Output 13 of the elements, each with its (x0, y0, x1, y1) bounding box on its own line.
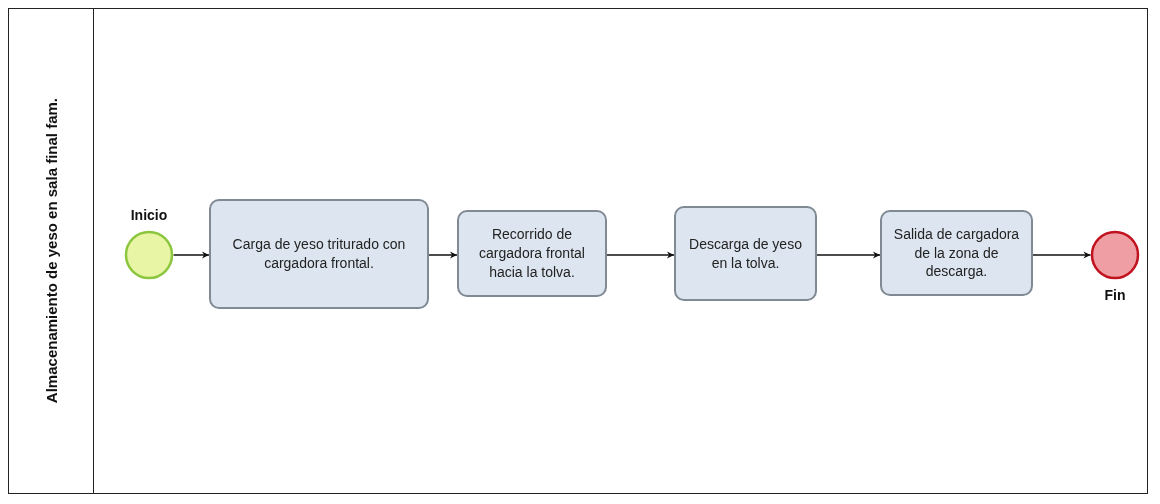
pool (8, 8, 1148, 494)
task-box: Salida de cargadora de la zona de descarga. (880, 210, 1033, 296)
task-box: Descarga de yeso en la tolva. (674, 206, 817, 301)
task-box: Recorrido de cargadora frontal hacia la tolva. (457, 210, 607, 297)
arrow (816, 251, 881, 259)
arrow (172, 251, 210, 259)
task-box: Carga de yeso triturado con cargadora frontal. (209, 199, 429, 309)
event-label: Inicio (130, 206, 168, 224)
event-label: Fin (1104, 286, 1126, 304)
arrow (606, 251, 675, 259)
arrow (1032, 251, 1092, 259)
pool-label: Almacenamiento de yeso en sala final fam. (42, 98, 60, 404)
arrow (428, 251, 458, 259)
